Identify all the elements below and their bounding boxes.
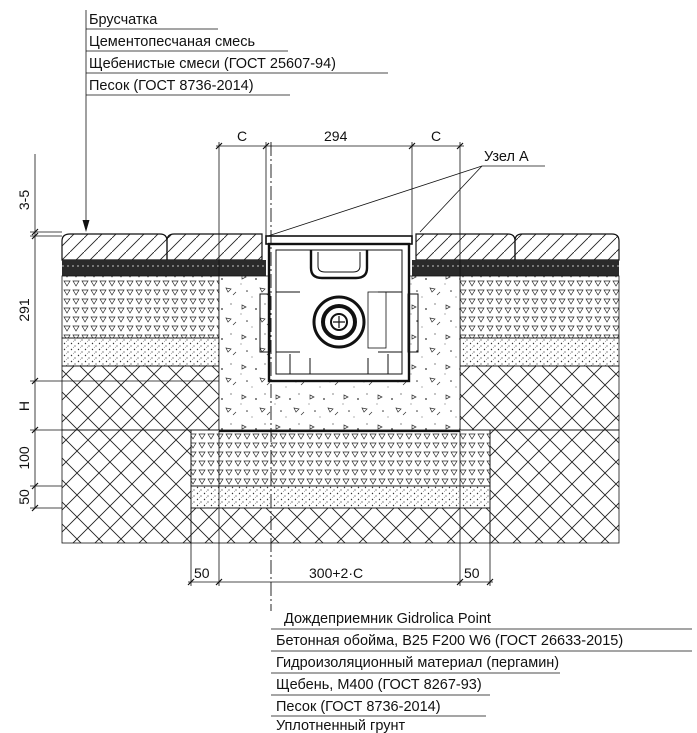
dim-291: 291 bbox=[16, 298, 32, 322]
dim-c-right: C bbox=[431, 128, 441, 144]
dim-300-2c: 300+2·C bbox=[309, 565, 363, 581]
label-cement-sand: Цементопесчаная смесь bbox=[89, 34, 255, 50]
top-dimensions: C 294 C Узел А bbox=[215, 128, 545, 276]
label-gravel-mix: Щебенистые смеси (ГОСТ 25607-94) bbox=[89, 56, 336, 72]
dim-3-5: 3-5 bbox=[16, 190, 32, 210]
base-gravel-layer bbox=[190, 429, 491, 487]
node-a-leader-1 bbox=[267, 165, 483, 237]
bottom-legend: Дождеприемник Gidrolica Point Бетонная о… bbox=[271, 611, 692, 733]
left-dimensions: 3-5 291 H 100 50 bbox=[16, 154, 219, 512]
dim-bottom-50-left: 50 bbox=[194, 565, 210, 581]
dim-294: 294 bbox=[324, 128, 348, 144]
label-concrete: Бетонная обойма, B25 F200 W6 (ГОСТ 26633… bbox=[276, 633, 623, 649]
bottom-dimensions: 50 300+2·C 50 bbox=[187, 431, 494, 586]
paving-stones-layer bbox=[61, 233, 620, 261]
label-compacted-soil: Уплотненный грунт bbox=[276, 718, 406, 733]
label-waterproofing: Гидроизоляционный материал (пергамин) bbox=[276, 655, 559, 671]
dim-bottom-50-right: 50 bbox=[464, 565, 480, 581]
node-a-label: Узел А bbox=[484, 149, 529, 165]
label-drain-inlet: Дождеприемник Gidrolica Point bbox=[284, 611, 491, 627]
compacted-soil-bottom bbox=[190, 507, 491, 544]
compacted-soil-left bbox=[61, 365, 220, 431]
ground-layers bbox=[61, 233, 620, 544]
drain-inlet-body bbox=[259, 235, 419, 383]
label-sand-top: Песок (ГОСТ 8736-2014) bbox=[89, 78, 254, 94]
node-a-leader-2 bbox=[419, 165, 483, 233]
dim-c-left: C bbox=[237, 128, 247, 144]
base-sand-layer bbox=[190, 485, 491, 509]
label-sand-bottom: Песок (ГОСТ 8736-2014) bbox=[276, 699, 441, 715]
label-paving: Брусчатка bbox=[89, 12, 158, 28]
compacted-soil-right bbox=[459, 365, 620, 431]
top-legend: Брусчатка Цементопесчаная смесь Щебенист… bbox=[82, 10, 388, 232]
dim-50: 50 bbox=[16, 489, 32, 505]
cement-sand-layer bbox=[62, 260, 266, 276]
label-crushed-stone: Щебень, М400 (ГОСТ 8267-93) bbox=[276, 677, 482, 693]
gravel-mix-layer bbox=[61, 275, 220, 339]
dim-100: 100 bbox=[16, 446, 32, 470]
dim-h: H bbox=[16, 401, 32, 411]
sand-layer bbox=[61, 337, 220, 367]
